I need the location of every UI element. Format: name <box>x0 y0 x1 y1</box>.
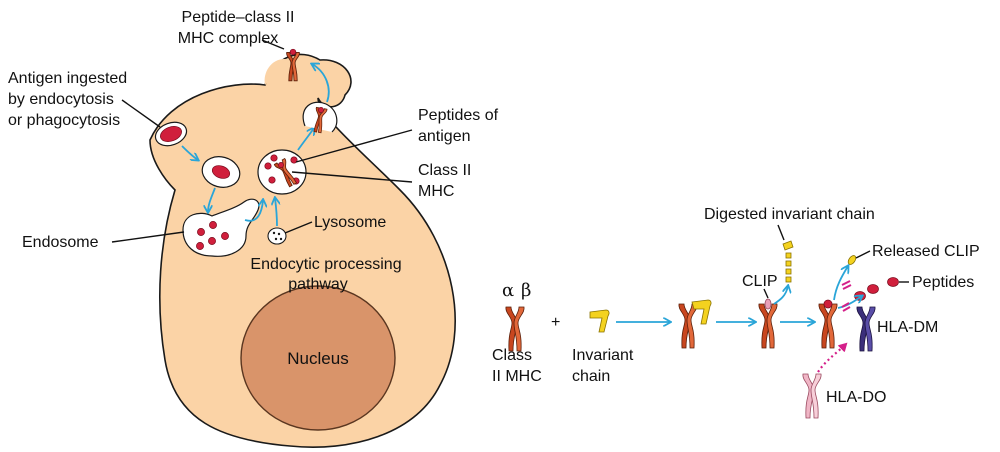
surface-peptide-mhc-complex <box>286 48 300 82</box>
ingested-antigen-vesicle <box>154 121 188 147</box>
class-ii-mhc-label-line2: II MHC <box>492 368 542 385</box>
hla-dm-inhibition-marks <box>841 280 852 312</box>
endosome <box>182 198 260 257</box>
class-ii-mhc-label-line2: MHC <box>418 183 454 200</box>
class-ii-mhc-label-line1: Class <box>492 347 532 364</box>
peptides-of-antigen-label-line1: Peptides of <box>418 107 499 124</box>
class-ii-mhc-label-line1: Class II <box>418 162 471 179</box>
plus-sign: + <box>551 314 560 331</box>
hla-dm-label: HLA-DM <box>877 319 938 336</box>
endocytic-pathway-label-line1: Endocytic processing <box>250 256 401 273</box>
released-clip-label: Released CLIP <box>872 243 980 260</box>
invariant-chain-molecule <box>589 309 610 333</box>
endosome-label: Endosome <box>22 234 99 251</box>
exocytic-vesicle <box>302 101 338 134</box>
early-vesicle <box>201 156 241 188</box>
antigen-ingested-label-line1: Antigen ingested <box>8 70 127 87</box>
peptides-of-antigen-label-line2: antigen <box>418 128 471 145</box>
nucleus <box>240 285 396 431</box>
invariant-chain-label-line2: chain <box>572 368 610 385</box>
mhc-peptide-complex <box>818 299 838 349</box>
antigen-ingested-label-line3: or phagocytosis <box>8 112 120 129</box>
hla-dm-molecule <box>856 306 876 352</box>
peptides-label: Peptides <box>912 274 974 291</box>
peptide-complex-label-line2: MHC complex <box>178 30 278 47</box>
hla-do-label: HLA-DO <box>826 389 886 406</box>
class-ii-mhc-molecule <box>505 306 525 352</box>
peptide-complex-label-line1: Peptide–class II <box>182 9 295 26</box>
mhc-clip-complex <box>758 298 778 349</box>
hla-do-molecule <box>802 373 822 419</box>
hla-do-inhibition-arrow <box>817 344 846 373</box>
clip-label: CLIP <box>742 273 778 290</box>
digested-invariant-chain-fragments <box>782 240 794 283</box>
lysosome <box>267 227 287 245</box>
nucleus-label: Nucleus <box>287 349 348 368</box>
antigen-ingested-label-line2: by endocytosis <box>8 91 114 108</box>
digested-invariant-chain-label: Digested invariant chain <box>704 206 875 223</box>
mhc-invariant-chain-complex <box>678 299 712 349</box>
invariant-chain-label-line1: Invariant <box>572 347 634 364</box>
released-clip <box>847 255 857 265</box>
processing-vesicle <box>257 149 307 195</box>
endocytic-pathway-label-line2: pathway <box>288 276 348 293</box>
lysosome-label: Lysosome <box>314 214 386 231</box>
alpha-label: α <box>502 280 514 301</box>
beta-label: β <box>521 280 531 301</box>
